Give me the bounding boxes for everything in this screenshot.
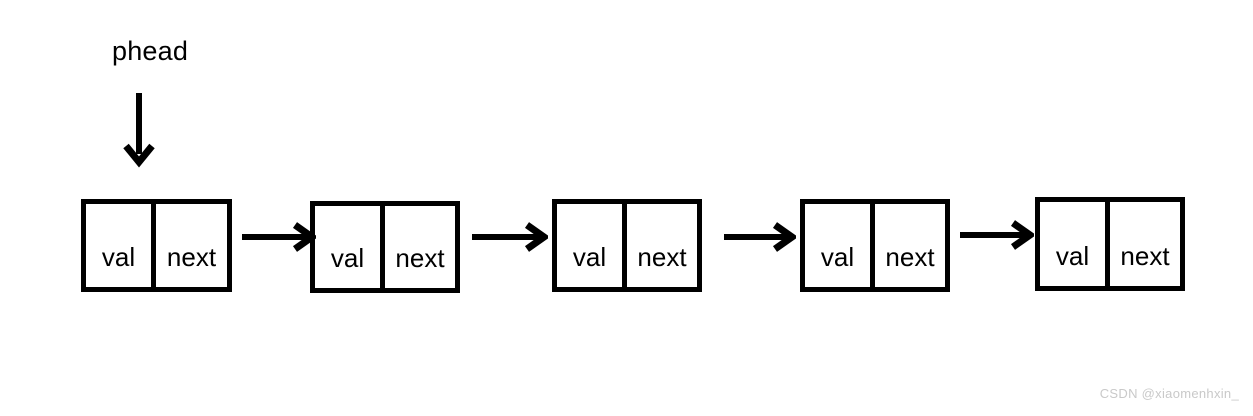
node-val-cell: val [557,204,627,287]
node-next-cell: next [637,242,687,272]
right-arrow-icon [240,222,319,252]
node-next-cell: next [166,242,217,272]
watermark: CSDN @xiaomenhxin_ [1099,386,1239,401]
right-arrow-icon [722,222,799,252]
node-next-cell: next [885,242,935,272]
node-val-cell: val [315,206,385,288]
node-val-cell: val [805,204,875,287]
node-next-cell: next [1120,241,1170,271]
node-val-cell: val [86,204,156,287]
phead-label: phead [112,36,189,66]
right-arrow-icon [470,222,551,252]
right-arrow-icon [958,220,1037,250]
node-val-cell: val [1040,202,1110,286]
node-next-cell: next [395,243,445,273]
down-arrow-icon [118,90,160,168]
